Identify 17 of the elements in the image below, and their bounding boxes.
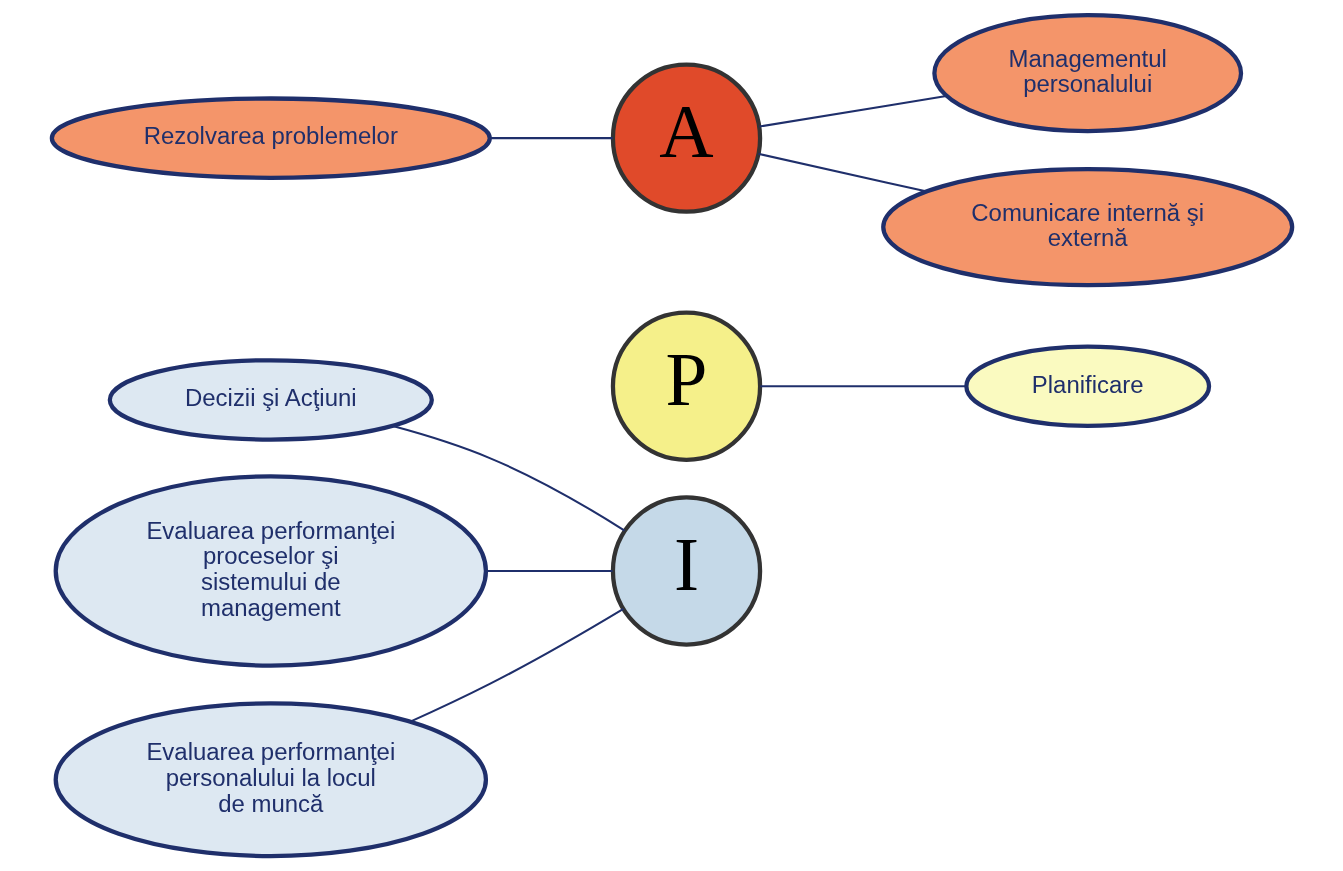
connector	[759, 385, 966, 388]
node-circle: A	[610, 62, 762, 214]
node-ellipse: Evaluarea performanţei personalului la locul de muncă	[53, 701, 488, 859]
node-ellipse: Evaluarea performanţei proceselor şi sistemului de management	[53, 474, 488, 668]
connector	[758, 94, 946, 128]
node-ellipse: Decizii şi Acţiuni	[107, 358, 434, 442]
connector	[757, 152, 926, 193]
node-ellipse: Comunicare internă şi externă	[880, 167, 1294, 288]
node-circle: I	[610, 495, 762, 647]
connector	[486, 569, 613, 572]
node-ellipse: Planificare	[963, 344, 1211, 428]
connector	[409, 608, 624, 723]
node-ellipse: Rezolvarea problemelor	[49, 96, 492, 180]
connector	[489, 137, 613, 140]
node-circle: P	[610, 310, 762, 462]
connector	[392, 425, 625, 532]
node-ellipse: Managementul personalului	[931, 13, 1243, 134]
